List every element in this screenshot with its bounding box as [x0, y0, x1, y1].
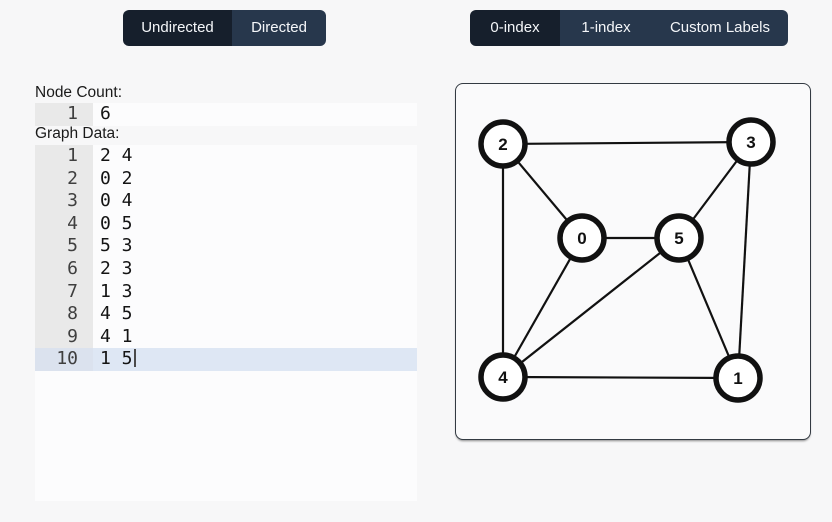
graph-node-label: 4: [498, 368, 508, 387]
editor-line[interactable]: 5 5 3: [35, 235, 417, 258]
toggle-option-custom-labels[interactable]: Custom Labels: [652, 10, 788, 46]
line-content: 4 5: [100, 303, 133, 325]
line-number: 1: [35, 103, 93, 126]
graph-node-label: 0: [577, 229, 586, 248]
line-number: 6: [35, 257, 93, 281]
line-content: 5 3: [100, 235, 133, 257]
line-content: 4 1: [100, 325, 133, 347]
line-content: 0 2: [100, 167, 133, 189]
line-content: 6: [100, 103, 111, 124]
line-number: 10: [35, 348, 93, 371]
graph-node-label: 5: [674, 229, 683, 248]
line-number: 8: [35, 303, 93, 326]
editor-line[interactable]: 3 0 4: [35, 190, 417, 213]
line-number: 7: [35, 280, 93, 304]
toggle-option-1-index[interactable]: 1-index: [560, 10, 652, 46]
graph-node[interactable]: [478, 119, 528, 169]
editor-gutter-filler: [35, 371, 417, 501]
line-number: 5: [35, 235, 93, 258]
line-number: 4: [35, 212, 93, 236]
graph-node-label: 3: [746, 133, 755, 152]
graph-node[interactable]: [654, 213, 704, 263]
line-number: 9: [35, 325, 93, 349]
graph-node-label: 2: [498, 135, 507, 154]
editor-line[interactable]: 6 2 3: [35, 257, 417, 281]
line-number: 3: [35, 190, 93, 213]
direction-toggle: Undirected Directed: [123, 10, 326, 46]
line-content: 1 5: [93, 348, 417, 371]
graph-edge: [502, 140, 752, 146]
editor-line[interactable]: 2 0 2: [35, 167, 417, 191]
graph-canvas[interactable]: 2 3 0 5 4 1: [455, 83, 811, 440]
line-content: 0 4: [100, 190, 133, 212]
line-content: 0 5: [100, 212, 133, 234]
line-content: 2 4: [100, 145, 133, 166]
editor-line[interactable]: 1 2 4: [35, 145, 417, 168]
graph-node[interactable]: [478, 352, 528, 402]
graph-edge: [502, 237, 583, 378]
editor-line[interactable]: 9 4 1: [35, 325, 417, 349]
editor-line[interactable]: 8 4 5: [35, 303, 417, 326]
graph-node[interactable]: [713, 353, 763, 403]
toggle-option-undirected[interactable]: Undirected: [123, 10, 232, 46]
text-caret: [133, 349, 136, 368]
graph-edge: [677, 237, 740, 379]
graph-edge: [502, 237, 680, 378]
graph-node-label: 1: [733, 369, 742, 388]
node-count-label: Node Count:: [35, 84, 123, 101]
graph-data-label: Graph Data:: [35, 125, 120, 142]
line-content: 2 3: [100, 257, 133, 279]
line-number: 1: [35, 145, 93, 168]
editor-line[interactable]: 7 1 3: [35, 280, 417, 304]
index-toggle: 0-index 1-index Custom Labels: [470, 10, 788, 46]
graph-edge: [502, 375, 739, 380]
toggle-option-0-index[interactable]: 0-index: [470, 10, 560, 46]
line-number: 2: [35, 167, 93, 191]
toggle-option-directed[interactable]: Directed: [232, 10, 326, 46]
graph-edge: [736, 141, 753, 379]
graph-node[interactable]: [726, 117, 776, 167]
line-content: 1 3: [100, 280, 133, 302]
graph-node[interactable]: [557, 213, 607, 263]
graph-svg: 2 3 0 5 4 1: [478, 117, 776, 403]
editor-line[interactable]: 4 0 5: [35, 212, 417, 236]
